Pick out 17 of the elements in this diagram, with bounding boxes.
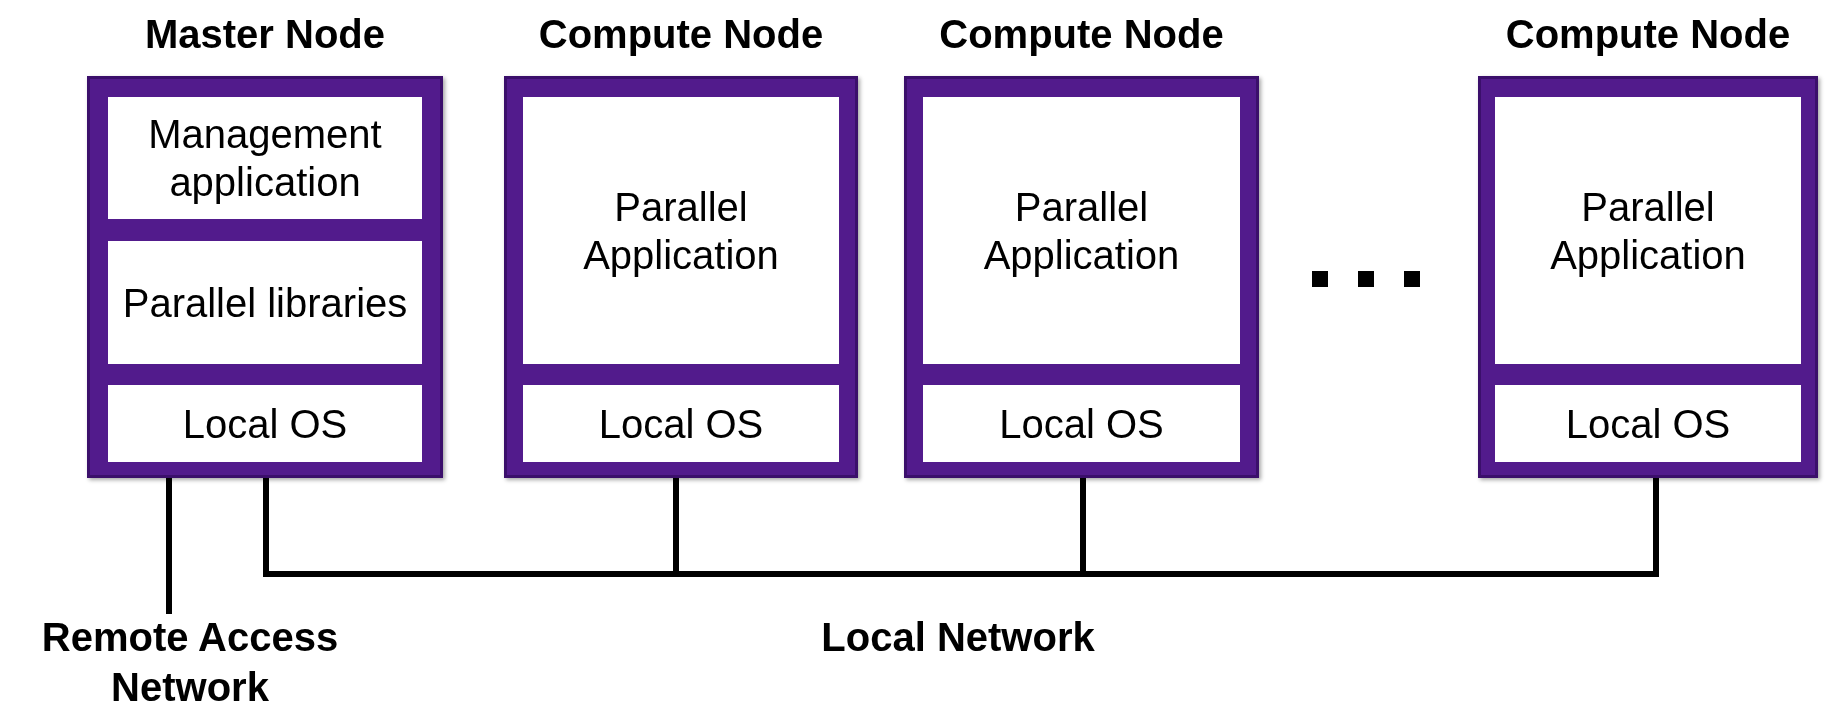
software-layer-box: Parallel libraries: [108, 241, 422, 364]
network-label: Local Network: [820, 614, 1096, 661]
software-layer-box: Management application: [108, 97, 422, 219]
software-layer-box: Parallel Application: [523, 97, 839, 364]
software-layer-box: Local OS: [523, 385, 839, 462]
software-layer-box: Local OS: [1495, 385, 1801, 462]
software-layer-box: Parallel Application: [923, 97, 1240, 364]
network-label: Remote Access Network: [40, 612, 340, 703]
software-layer-box: Parallel Application: [1495, 97, 1801, 364]
node-heading: Compute Node: [1504, 12, 1792, 57]
network-line: [263, 478, 1659, 577]
node-heading: Master Node: [143, 12, 387, 57]
node-heading: Compute Node: [537, 12, 825, 57]
network-line: [166, 478, 172, 614]
node-heading: Compute Node: [938, 12, 1225, 57]
software-layer-box: Local OS: [108, 385, 422, 462]
software-layer-box: Local OS: [923, 385, 1240, 462]
